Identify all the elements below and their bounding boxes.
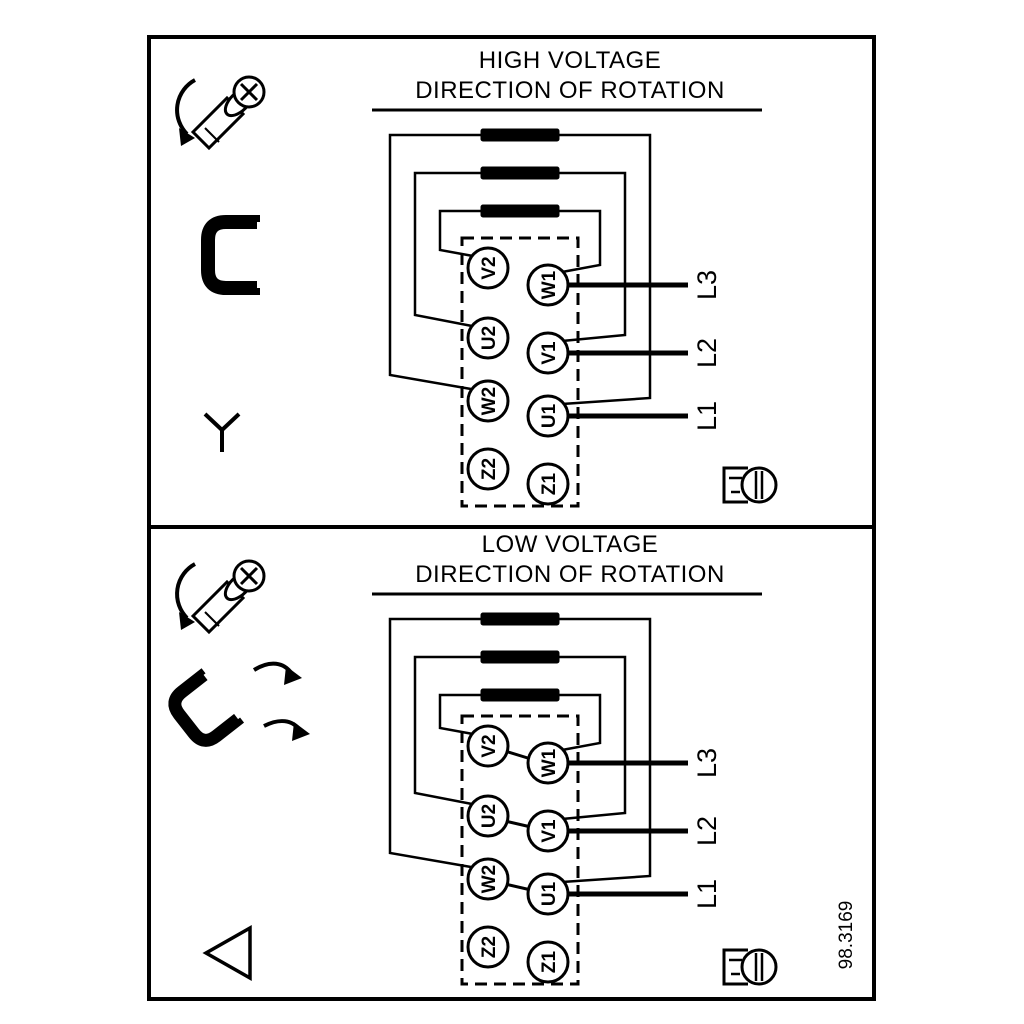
terminal-label: V2	[479, 256, 500, 279]
supply-leads: L3 L2 L1	[568, 748, 722, 909]
terminal-box	[460, 236, 580, 508]
high-voltage-panel: HIGH VOLTAGE DIRECTION OF ROTATION L3 L2…	[175, 47, 778, 508]
low-voltage-panel: LOW VOLTAGE DIRECTION OF ROTATION L3 L2 …	[168, 531, 778, 986]
terminal-label: U1	[539, 881, 560, 906]
jumper-reposition-icon	[168, 661, 310, 747]
terminal-v1	[526, 809, 570, 853]
terminal-label: W1	[539, 748, 560, 777]
terminal-u1	[526, 394, 570, 438]
lead-label-l3: L3	[692, 270, 722, 300]
lead-label-l1: L1	[692, 879, 722, 909]
ground-screw-icon	[722, 948, 778, 986]
terminal-label: Z1	[539, 950, 560, 973]
terminal-label: Z1	[539, 472, 560, 495]
jumper-bars	[480, 128, 560, 218]
delta-symbol-icon	[202, 924, 252, 982]
terminals: V2 U2 W2 Z2 W1 V1 U1 Z1	[466, 724, 570, 984]
low-panel-title: LOW VOLTAGE	[482, 531, 659, 558]
ground-screw-icon	[722, 466, 778, 504]
terminal-label: W2	[479, 865, 500, 894]
terminal-w2	[466, 379, 510, 423]
terminal-label: W2	[479, 387, 500, 416]
jumper-bracket-icon	[201, 215, 263, 295]
terminal-box	[460, 714, 580, 986]
star-symbol-icon	[203, 412, 241, 452]
supply-leads: L3 L2 L1	[568, 270, 722, 431]
figure-reference-number: 98.3169	[836, 901, 857, 970]
delta-bridges	[504, 749, 532, 892]
lead-label-l1: L1	[692, 401, 722, 431]
screw-rotation-icon	[175, 559, 266, 635]
screw-rotation-icon	[175, 75, 266, 151]
terminal-label: U2	[479, 326, 500, 350]
diagram-frame	[147, 35, 876, 1001]
terminal-label: V2	[479, 734, 500, 757]
jumper-wires	[388, 133, 652, 406]
terminal-u1	[526, 872, 570, 916]
terminal-v2	[466, 246, 510, 290]
lead-label-l2: L2	[692, 816, 722, 846]
terminal-w2	[466, 857, 510, 901]
terminal-w1	[526, 741, 570, 785]
terminals: V2 U2 W2 Z2 W1 V1 U1 Z1	[466, 246, 570, 506]
terminal-w1	[526, 263, 570, 307]
low-panel-subtitle: DIRECTION OF ROTATION	[415, 561, 725, 588]
terminal-v2	[466, 724, 510, 768]
terminal-label: U1	[539, 403, 560, 428]
terminal-z2	[466, 925, 510, 969]
high-panel-subtitle: DIRECTION OF ROTATION	[415, 77, 725, 104]
terminal-label: V1	[539, 341, 560, 365]
terminal-label: Z2	[479, 458, 500, 480]
terminal-u2	[466, 316, 510, 360]
terminal-label: W1	[539, 270, 560, 299]
terminal-label: V1	[539, 819, 560, 843]
lead-label-l3: L3	[692, 748, 722, 778]
jumper-bars	[480, 612, 560, 702]
jumper-wires	[388, 617, 652, 884]
lead-label-l2: L2	[692, 338, 722, 368]
terminal-v1	[526, 331, 570, 375]
high-panel-title: HIGH VOLTAGE	[479, 47, 661, 74]
terminal-z2	[466, 447, 510, 491]
terminal-label: Z2	[479, 936, 500, 958]
terminal-u2	[466, 794, 510, 838]
terminal-z1	[526, 940, 570, 984]
terminal-label: U2	[479, 804, 500, 828]
terminal-z1	[526, 462, 570, 506]
